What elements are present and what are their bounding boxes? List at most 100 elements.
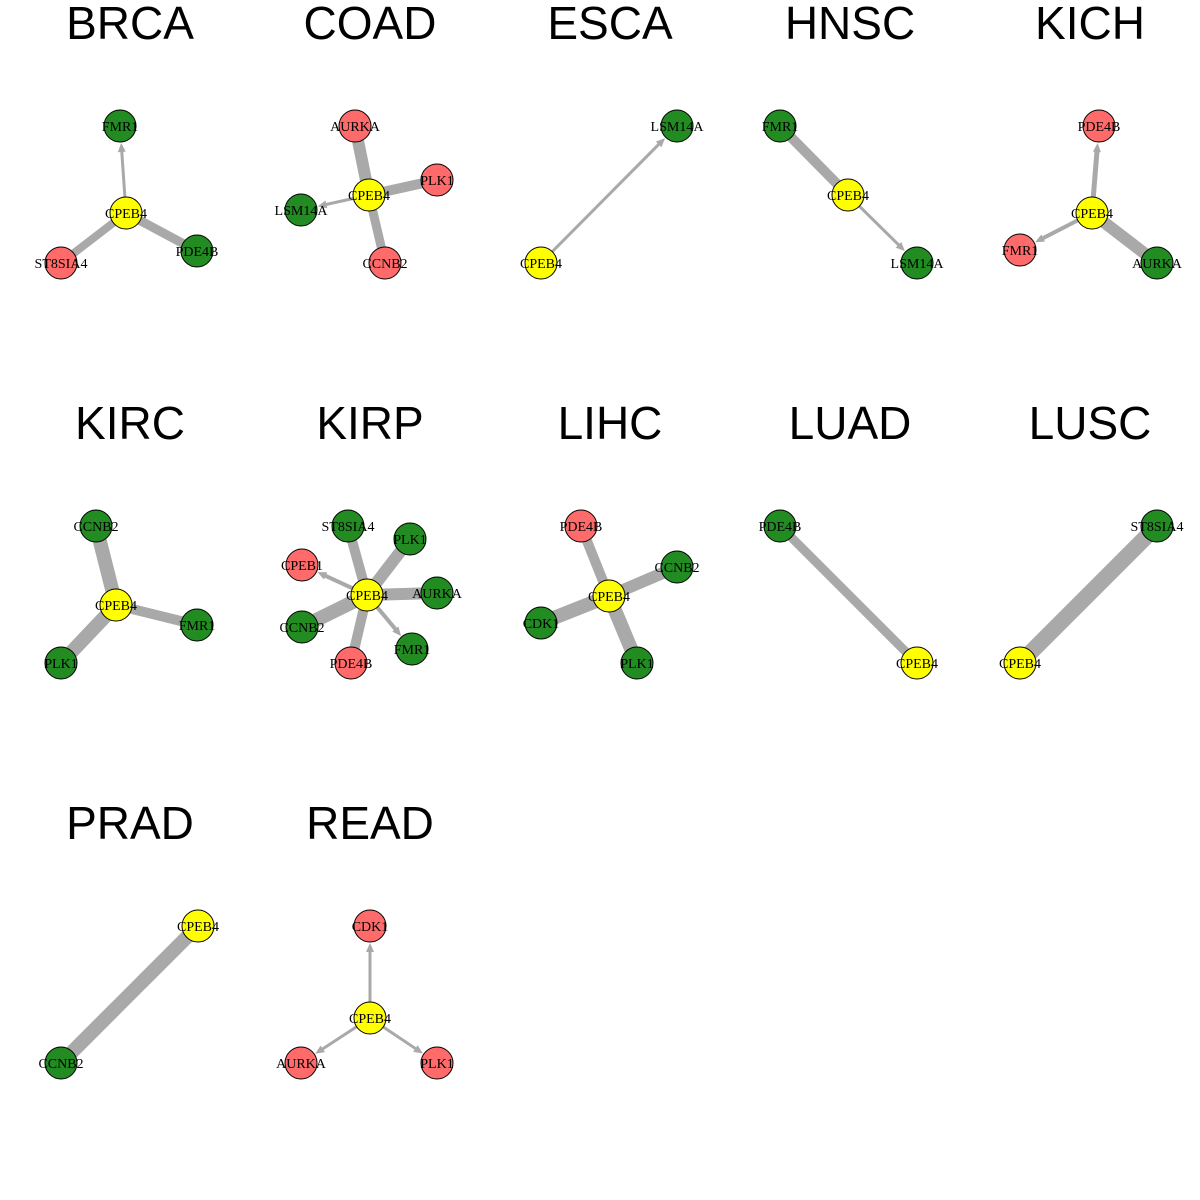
node-lsm14a xyxy=(284,193,318,227)
node-plk1 xyxy=(393,522,427,556)
panel-title-brca: BRCA xyxy=(66,0,194,49)
node-label: FMR1 xyxy=(762,120,799,135)
node-cdk1 xyxy=(524,606,558,640)
node-cpeb4 xyxy=(1075,196,1109,230)
panel-title-prad: PRAD xyxy=(66,797,194,849)
panel-title-read: READ xyxy=(306,797,434,849)
node-pde4b xyxy=(564,509,598,543)
network-lusc: CPEB4 ST8SIA4 xyxy=(999,509,1184,680)
arrowhead-icon xyxy=(317,572,328,580)
node-lsm14a xyxy=(660,109,694,143)
node-st8sia4 xyxy=(44,246,78,280)
edge-cpeb4-ccnb2 xyxy=(56,921,203,1068)
node-label: CPEB4 xyxy=(95,599,137,614)
node-cpeb4 xyxy=(350,578,384,612)
panel-title-kirc: KIRC xyxy=(75,397,185,449)
edge-cpeb4-lsm14a xyxy=(539,142,661,265)
node-pde4b xyxy=(1082,109,1116,143)
node-fmr1 xyxy=(395,632,429,666)
node-label: CPEB4 xyxy=(348,189,390,204)
node-label: CPEB4 xyxy=(177,920,219,935)
node-label: CPEB4 xyxy=(1071,207,1113,222)
node-label: AURKA xyxy=(412,587,463,602)
node-label: ST8SIA4 xyxy=(35,257,88,272)
node-fmr1 xyxy=(763,109,797,143)
node-ccnb2 xyxy=(44,1046,78,1080)
node-label: CPEB4 xyxy=(999,657,1041,672)
panel-title-lusc: LUSC xyxy=(1028,397,1152,449)
node-aurka xyxy=(1140,246,1174,280)
node-label: CPEB4 xyxy=(349,1012,391,1027)
node-pde4b xyxy=(180,234,214,268)
arrowhead-icon xyxy=(366,943,374,952)
node-cpeb4 xyxy=(181,909,215,943)
node-label: CCNB2 xyxy=(38,1057,83,1072)
node-label: CPEB4 xyxy=(827,189,869,204)
node-label: ST8SIA4 xyxy=(1131,520,1184,535)
node-label: CDK1 xyxy=(523,617,560,632)
node-fmr1 xyxy=(1003,233,1037,267)
node-label: FMR1 xyxy=(1002,244,1039,259)
node-cpeb4 xyxy=(352,178,386,212)
node-plk1 xyxy=(420,163,454,197)
node-label: AURKA xyxy=(1132,257,1183,272)
node-cpeb4 xyxy=(592,579,626,613)
panel-title-kirp: KIRP xyxy=(316,397,424,449)
node-label: CCNB2 xyxy=(279,621,324,636)
node-fmr1 xyxy=(103,109,137,143)
node-label: LSM14A xyxy=(891,257,945,272)
node-cpeb4 xyxy=(831,178,865,212)
edge-cpeb4-pde4b xyxy=(776,522,921,667)
arrowhead-icon xyxy=(117,142,126,153)
node-cpeb4 xyxy=(1003,646,1037,680)
node-ccnb2 xyxy=(368,246,402,280)
node-label: CCNB2 xyxy=(73,520,118,535)
node-cdk1 xyxy=(353,909,387,943)
node-label: PLK1 xyxy=(420,1057,453,1072)
node-label: LSM14A xyxy=(275,204,329,219)
node-label: CCNB2 xyxy=(654,561,699,576)
arrowhead-icon xyxy=(655,138,666,148)
node-lsm14a xyxy=(900,246,934,280)
arrowhead-icon xyxy=(895,241,905,252)
node-plk1 xyxy=(44,646,78,680)
node-plk1 xyxy=(420,1046,454,1080)
node-label: PLK1 xyxy=(620,657,653,672)
node-ccnb2 xyxy=(660,550,694,584)
node-label: CPEB1 xyxy=(281,559,323,574)
arrowhead-icon xyxy=(315,1045,325,1054)
node-aurka xyxy=(420,576,454,610)
node-cpeb4 xyxy=(900,646,934,680)
node-label: AURKA xyxy=(276,1057,327,1072)
arrowhead-icon xyxy=(413,1045,423,1054)
panel-title-luad: LUAD xyxy=(788,397,912,449)
node-label: AURKA xyxy=(330,120,381,135)
node-label: FMR1 xyxy=(102,120,139,135)
node-st8sia4 xyxy=(331,509,365,543)
panel-title-esca: ESCA xyxy=(547,0,673,49)
node-label: PDE4B xyxy=(176,245,219,260)
node-label: PDE4B xyxy=(560,520,603,535)
node-label: CPEB4 xyxy=(896,657,938,672)
arrowhead-icon xyxy=(392,626,402,636)
node-cpeb4 xyxy=(99,588,133,622)
panel-title-kich: KICH xyxy=(1035,0,1145,49)
node-label: PLK1 xyxy=(393,533,426,548)
node-label: PLK1 xyxy=(420,174,453,189)
panel-title-lihc: LIHC xyxy=(557,397,663,449)
node-ccnb2 xyxy=(285,610,319,644)
node-label: PDE4B xyxy=(1078,120,1121,135)
node-label: FMR1 xyxy=(394,643,431,658)
node-label: CPEB4 xyxy=(346,589,388,604)
